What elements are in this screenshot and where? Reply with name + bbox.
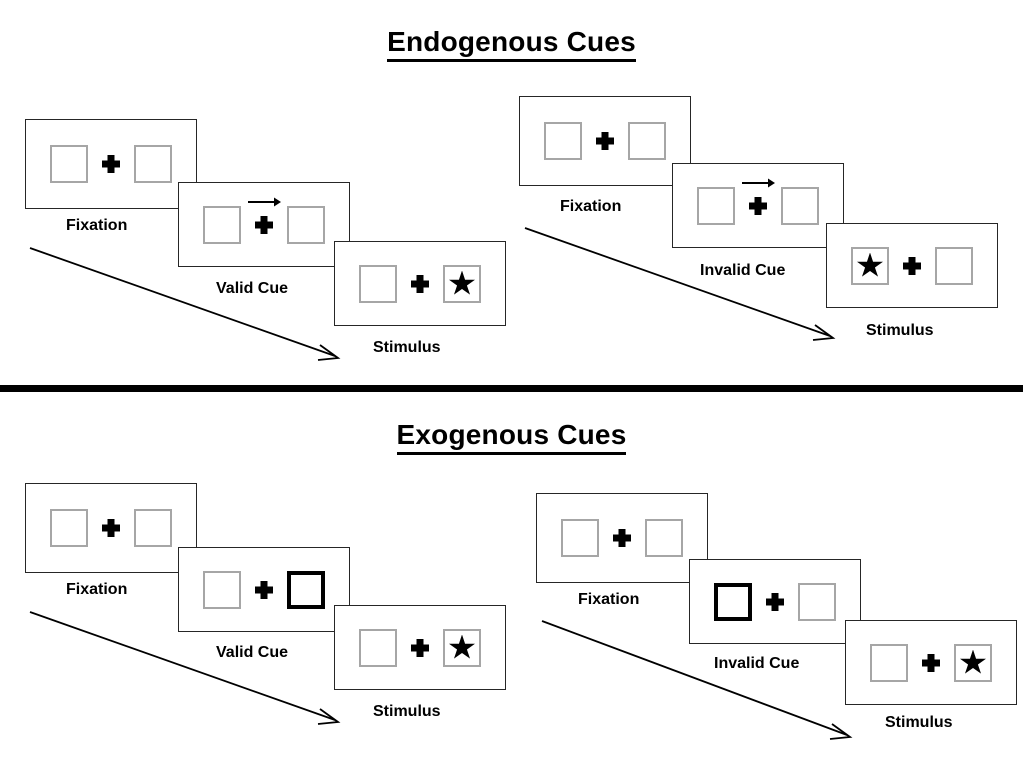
section-title-exogenous-text: Exogenous Cues	[396, 419, 627, 455]
fixation-cross-icon	[99, 516, 123, 540]
left-placeholder-box	[561, 519, 599, 557]
exogenous-invalid-time-arrow	[541, 620, 853, 740]
star-stimulus-icon	[449, 270, 475, 295]
left-placeholder-box	[359, 628, 397, 667]
panel-content	[714, 582, 836, 621]
panel-endogenous-invalid-stimulus[interactable]	[826, 223, 998, 308]
step-label-endogenous-valid-cue: Valid Cue	[216, 280, 289, 297]
step-label-exogenous-invalid-stimulus: Stimulus	[885, 714, 953, 731]
fixation-cross-icon	[408, 636, 432, 660]
step-label-endogenous-valid-stimulus: Stimulus	[373, 339, 441, 356]
panel-exogenous-invalid-stimulus[interactable]	[845, 620, 1017, 705]
fixation-cross-icon	[900, 254, 924, 278]
right-placeholder-box	[781, 186, 819, 225]
panel-exogenous-valid-stimulus[interactable]	[334, 605, 506, 690]
arrow-right-cue-icon	[742, 178, 775, 187]
fixation-cross-icon	[99, 152, 123, 176]
step-label-endogenous-invalid-fixation: Fixation	[560, 198, 622, 215]
step-label-exogenous-invalid-cue: Invalid Cue	[714, 655, 800, 672]
section-title-exogenous: Exogenous Cues	[0, 419, 1023, 455]
panel-content	[870, 643, 992, 682]
exogenous-valid-time-arrow	[29, 611, 341, 725]
step-label-exogenous-invalid-fixation: Fixation	[578, 591, 640, 608]
right-placeholder-box	[935, 246, 973, 285]
panel-content	[359, 264, 481, 303]
panel-content	[203, 570, 325, 609]
fixation-cross-icon	[919, 651, 943, 675]
endogenous-valid-time-arrow	[29, 247, 341, 361]
fixation-cross-icon	[593, 129, 617, 153]
left-placeholder-box	[50, 145, 88, 183]
star-stimulus-icon	[449, 634, 475, 659]
left-cued-box	[714, 582, 752, 621]
right-cued-box	[287, 570, 325, 609]
endogenous-invalid-time-arrow	[524, 227, 836, 341]
right-target-box	[443, 628, 481, 667]
panel-content	[851, 246, 973, 285]
fixation-cross-icon	[610, 526, 634, 550]
panel-endogenous-invalid-cue[interactable]	[672, 163, 844, 248]
left-placeholder-box	[203, 570, 241, 609]
star-stimulus-icon	[857, 252, 883, 277]
panel-exogenous-valid-cue[interactable]	[178, 547, 350, 632]
step-label-endogenous-valid-fixation: Fixation	[66, 217, 128, 234]
left-placeholder-box	[203, 205, 241, 244]
panel-endogenous-invalid-fixation[interactable]	[519, 96, 691, 186]
panel-content	[544, 122, 666, 160]
section-divider	[0, 385, 1023, 392]
step-label-exogenous-valid-stimulus: Stimulus	[373, 703, 441, 720]
left-target-box	[851, 246, 889, 285]
panel-content	[50, 509, 172, 547]
right-placeholder-box	[645, 519, 683, 557]
left-placeholder-box	[359, 264, 397, 303]
right-placeholder-box	[798, 582, 836, 621]
panel-content	[697, 178, 819, 225]
arrow-right-cue-icon	[248, 197, 281, 206]
panel-endogenous-valid-fixation[interactable]	[25, 119, 197, 209]
right-placeholder-box	[134, 145, 172, 183]
left-placeholder-box	[870, 643, 908, 682]
left-placeholder-box	[544, 122, 582, 160]
fixation-cross-icon	[408, 272, 432, 296]
right-placeholder-box	[134, 509, 172, 547]
fixation-cross-icon	[252, 578, 276, 602]
panel-content	[203, 197, 325, 244]
step-label-exogenous-valid-cue: Valid Cue	[216, 644, 289, 661]
panel-content	[561, 519, 683, 557]
right-placeholder-box	[628, 122, 666, 160]
right-placeholder-box	[287, 205, 325, 244]
fixation-cross-icon	[248, 197, 281, 237]
fixation-cross-icon	[763, 590, 787, 614]
step-label-endogenous-invalid-stimulus: Stimulus	[866, 322, 934, 339]
panel-exogenous-invalid-cue[interactable]	[689, 559, 861, 644]
step-label-endogenous-invalid-cue: Invalid Cue	[700, 262, 786, 279]
section-title-endogenous-text: Endogenous Cues	[387, 26, 636, 62]
fixation-cross-icon	[742, 178, 775, 218]
star-stimulus-icon	[960, 649, 986, 674]
left-placeholder-box	[50, 509, 88, 547]
step-label-exogenous-valid-fixation: Fixation	[66, 581, 128, 598]
panel-endogenous-valid-stimulus[interactable]	[334, 241, 506, 326]
left-placeholder-box	[697, 186, 735, 225]
panel-exogenous-invalid-fixation[interactable]	[536, 493, 708, 583]
right-target-box	[443, 264, 481, 303]
panel-endogenous-valid-cue[interactable]	[178, 182, 350, 267]
right-target-box	[954, 643, 992, 682]
panel-exogenous-valid-fixation[interactable]	[25, 483, 197, 573]
panel-content	[359, 628, 481, 667]
panel-content	[50, 145, 172, 183]
section-title-endogenous: Endogenous Cues	[0, 26, 1023, 62]
